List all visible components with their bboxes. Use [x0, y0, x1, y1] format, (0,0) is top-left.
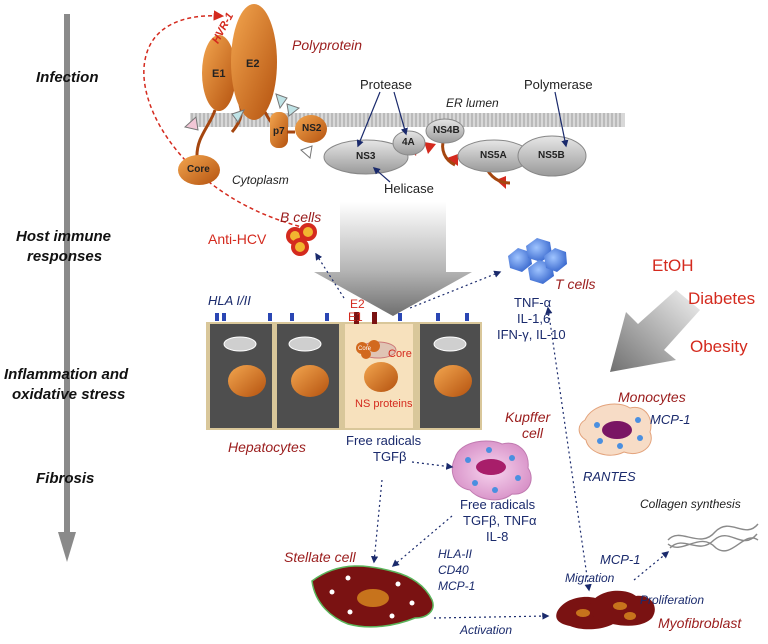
- p7-label: p7: [273, 126, 285, 137]
- free-radicals-label: Free radicals: [346, 433, 422, 448]
- stellate-marker: CD40: [438, 563, 469, 577]
- mini-core-label: Core: [358, 346, 372, 352]
- collagen-synthesis-label: Collagen synthesis: [640, 497, 741, 511]
- ns5b-protein: [517, 135, 587, 177]
- polyprotein-label: Polyprotein: [292, 37, 363, 53]
- kupffer-output: IL-8: [486, 529, 509, 544]
- monocyte: [578, 403, 652, 456]
- envelope-proteins: [178, 4, 327, 185]
- stage-label-oxidative-stress: oxidative stress: [12, 386, 126, 403]
- stellate-cell: [311, 565, 434, 628]
- proliferation-label: Proliferation: [640, 593, 705, 607]
- kupffer-label: Kupffer: [505, 409, 551, 425]
- t-cells: [508, 238, 567, 284]
- obesity-label: Obesity: [690, 337, 748, 356]
- e2-surface-label: E2: [350, 297, 365, 311]
- ns3-protein: [323, 139, 409, 175]
- b-cells-label: B cells: [280, 209, 322, 225]
- monocyte-mcp1-label: MCP-1: [650, 412, 691, 427]
- stage-label-infection: Infection: [36, 69, 99, 86]
- anti-hcv-label: Anti-HCV: [208, 231, 267, 247]
- core-label: Core: [187, 164, 210, 175]
- migration-label: Migration: [565, 571, 615, 585]
- e1-surface-label: E1: [348, 310, 363, 324]
- rantes-label: RANTES: [583, 469, 636, 484]
- myofibroblast-mcp1-label: MCP-1: [600, 552, 641, 567]
- myofibroblast-cluster: [556, 590, 655, 630]
- t-cells-label: T cells: [555, 276, 596, 292]
- ns4b-protein: [425, 118, 465, 144]
- stellate-marker: HLA-II: [438, 547, 473, 561]
- cofactor-arrow: [610, 290, 700, 372]
- kupffer-output: Free radicals: [460, 497, 536, 512]
- stellate-cell-label: Stellate cell: [284, 549, 356, 565]
- er-lumen-label: ER lumen: [446, 96, 499, 110]
- e2-protein: [231, 4, 277, 120]
- helicase-label: Helicase: [384, 181, 434, 196]
- tgfb-label: TGFβ: [373, 449, 407, 464]
- stage-label-inflammation: Inflammation and: [4, 366, 129, 383]
- t-cell-cytokine: IFN-γ, IL-10: [497, 327, 566, 342]
- ns2-protein: [295, 115, 327, 143]
- hepatocyte-row: [206, 312, 482, 430]
- activation-label: Activation: [460, 623, 513, 637]
- e1-protein: [202, 35, 236, 111]
- ns2-label: NS2: [302, 123, 322, 134]
- collagen-fibres: [667, 523, 759, 552]
- ns5a-label: NS5A: [480, 150, 507, 161]
- polymerase-label: Polymerase: [524, 77, 593, 92]
- hvr1-reinfection-arrow: [143, 10, 307, 229]
- stage-label-host-immune: responses: [27, 248, 103, 265]
- p7-protein: [270, 112, 288, 148]
- hepatocytes-label: Hepatocytes: [228, 439, 306, 455]
- diabetes-label: Diabetes: [688, 289, 756, 308]
- monocytes-label: Monocytes: [618, 389, 686, 405]
- stellate-marker: MCP-1: [438, 579, 476, 593]
- funnel-arrow: [314, 202, 472, 316]
- timeline-arrow: [58, 14, 76, 562]
- myofibroblast-label: Myofibroblast: [658, 615, 742, 631]
- hla-label: HLA I/II: [208, 293, 251, 308]
- core-protein: [178, 155, 220, 185]
- protease-label: Protease: [360, 77, 413, 92]
- t-cell-cytokine: TNF-α: [514, 295, 552, 310]
- ns-proteins-label: NS proteins: [355, 398, 413, 410]
- kupffer-label: cell: [522, 425, 544, 441]
- ns4a-protein: [392, 130, 426, 156]
- cytoplasm-label: Cytoplasm: [232, 173, 289, 187]
- ns4a-label: 4A: [402, 137, 415, 148]
- stage-label-host-immune: Host immune: [16, 228, 112, 245]
- hepatocyte-core-label: Core: [388, 348, 412, 360]
- stage-label-fibrosis: Fibrosis: [36, 470, 95, 487]
- enzyme-pointers: [356, 91, 569, 183]
- ns5b-label: NS5B: [538, 150, 565, 161]
- e1-label: E1: [212, 68, 226, 80]
- kupffer-output: TGFβ, TNFα: [463, 513, 537, 528]
- ns3-label: NS3: [356, 151, 376, 162]
- e2-label: E2: [246, 58, 260, 70]
- b-cells: [286, 223, 317, 256]
- t-cell-cytokine: IL-1,6: [517, 311, 551, 326]
- ns4b-label: NS4B: [433, 125, 460, 136]
- signaling-arrows: [315, 252, 670, 620]
- etoh-label: EtOH: [652, 256, 694, 275]
- kupffer-cell: [451, 440, 532, 501]
- nonstructural-proteins: [323, 118, 587, 185]
